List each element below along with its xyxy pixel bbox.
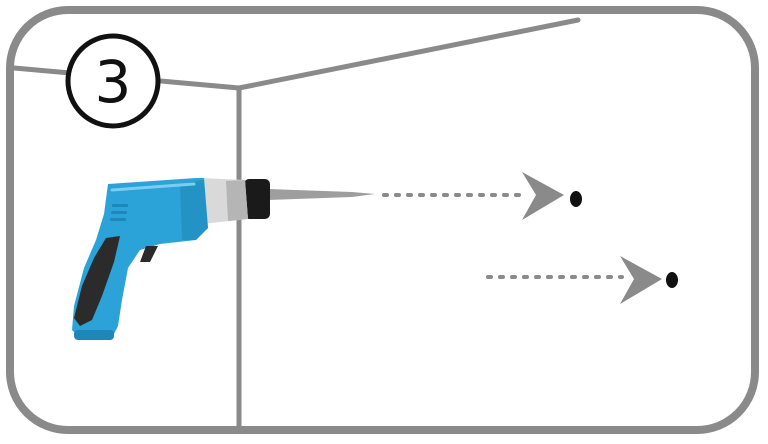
drill-base (74, 330, 114, 340)
step-number-label: 3 (95, 48, 132, 116)
drill-hole-marker (570, 191, 582, 207)
illustration-frame (6, 6, 759, 434)
lower-dotted-arrow (486, 256, 678, 304)
drill-chuck-shade (226, 180, 248, 221)
dotted-arrow-icon (522, 172, 564, 220)
upper-dotted-arrow (382, 172, 582, 220)
ceiling-edge-right-line (236, 17, 581, 91)
drill-hole-marker (666, 272, 678, 288)
drill-vents (110, 204, 128, 221)
step-badge: 3 (65, 33, 161, 129)
drill-grip (74, 236, 120, 326)
drill-body-shade (180, 180, 208, 240)
drill-trigger (140, 246, 158, 262)
dotted-arrow-icon (620, 256, 662, 304)
drill-body (72, 178, 208, 340)
drill-vent (110, 218, 126, 221)
power-drill-icon (72, 178, 375, 340)
drill-body-highlight (110, 182, 196, 192)
step-number-circle (65, 33, 161, 129)
drill-nose-ring (244, 179, 270, 219)
drill-vent (111, 211, 127, 214)
drill-vent (112, 204, 128, 207)
drill-bit (268, 189, 375, 200)
